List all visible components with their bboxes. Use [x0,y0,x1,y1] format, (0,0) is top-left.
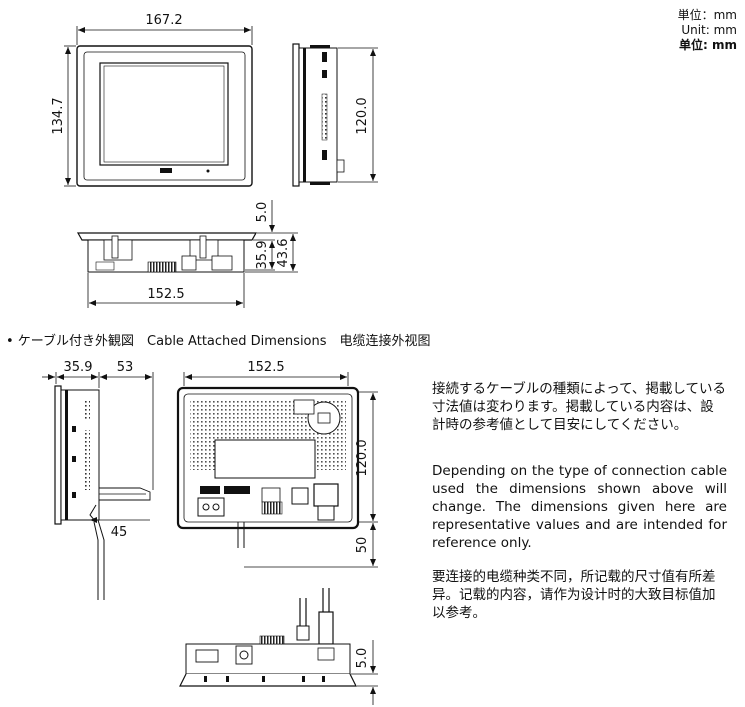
section-title: • ケーブル付き外観図 Cable Attached Dimensions 电缆… [6,334,431,349]
dim-bottom-depth-2: 43.6 [276,239,291,268]
dim-bottom-depth-1: 35.9 [255,241,270,270]
cable-side-view [54,385,151,600]
side-view [292,43,345,187]
dim-cable-bottom-bezel: 5.0 [355,648,370,669]
cable-rear-view [176,386,360,548]
dim-cable-side-cable: 53 [117,360,134,375]
unit-label-en: Unit: mm [681,23,737,37]
dim-cable-side-depth: 35.9 [64,360,93,375]
unit-label-jp: 単位：mm [677,8,737,22]
dim-cable-rear-height: 120.0 [355,439,370,476]
note-cn: 要连接的电缆种类不同，所记载的尺寸值有所差异。记载的内容，请作为设计时的大致目标… [432,569,716,621]
dim-cable-rear-width: 152.5 [247,360,284,375]
dim-cable-rear-cable: 50 [355,537,370,554]
dim-front-height: 134.7 [51,97,66,134]
unit-label-cn: 单位: mm [679,38,737,52]
bottom-view [76,232,258,273]
front-view [76,45,253,187]
dim-bottom-bezel: 5.0 [255,202,270,223]
cable-bottom-view [179,588,357,687]
dim-front-width: 167.2 [145,13,182,28]
dim-bottom-width: 152.5 [147,287,184,302]
note-en: Depending on the type of connection cabl… [432,463,727,551]
note-jp: 接続するケーブルの種類によって、掲載している寸法値は変わります。掲載している内容… [432,381,727,433]
unit-label: 単位：mm Unit: mm 单位: mm [678,8,737,53]
dim-side-height: 120.0 [355,97,370,134]
dim-cable-side-bend: 45 [111,525,128,540]
